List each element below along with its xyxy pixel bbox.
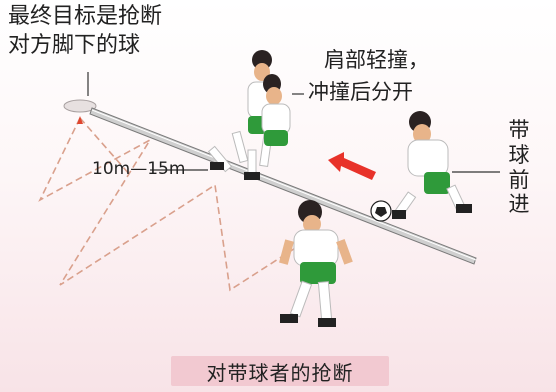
shoulder-annotation-line2: 冲撞后分开 bbox=[308, 80, 413, 105]
movement-path-lines bbox=[38, 117, 301, 292]
target-annotation: 最终目标是抢断 对方脚下的球 bbox=[8, 4, 162, 63]
football bbox=[370, 200, 392, 222]
distance-bar bbox=[89, 107, 477, 265]
caption-box: 对带球者的抢断 bbox=[171, 356, 389, 386]
target-annotation-line2: 对方脚下的球 bbox=[8, 33, 141, 59]
distance-annotation: 10m—15m bbox=[92, 159, 186, 179]
caption-text: 对带球者的抢断 bbox=[206, 360, 354, 385]
label-leader-lines bbox=[87, 72, 500, 173]
shoulder-annotation: 肩部轻撞， 冲撞后分开 bbox=[308, 48, 429, 112]
player-defender-front bbox=[279, 200, 353, 327]
direction-arrow bbox=[328, 152, 376, 180]
player-pair-back bbox=[207, 50, 291, 180]
dribble-annotation: 带球前进 bbox=[508, 118, 530, 217]
player-dribbling bbox=[392, 111, 472, 220]
cone-marker bbox=[63, 99, 97, 124]
shoulder-annotation-line1: 肩部轻撞， bbox=[324, 48, 429, 72]
target-annotation-line1: 最终目标是抢断 bbox=[8, 4, 163, 29]
